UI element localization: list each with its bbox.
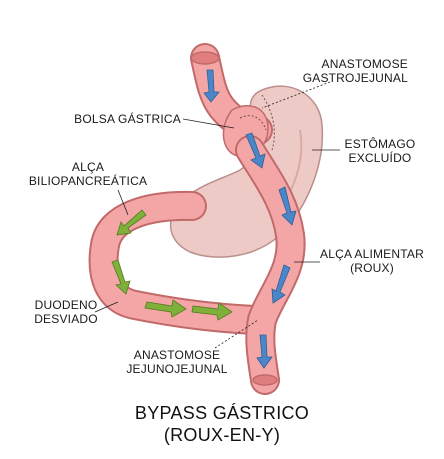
diagram-title: BYPASS GÁSTRICO (ROUX-EN-Y) [0, 402, 444, 446]
common-channel-end [252, 374, 278, 386]
label-alca-biliopancreatica: ALÇA BILIOPANCREÁTICA [28, 160, 148, 188]
bypass-diagram [88, 43, 340, 395]
food-arrow [256, 334, 273, 369]
food-arrow [271, 264, 291, 304]
title-line-2: (ROUX-EN-Y) [163, 425, 281, 445]
label-estomago-excluido: ESTÔMAGO EXCLUÍDO [344, 137, 416, 165]
bile-arrow [144, 299, 187, 318]
food-flow-arrows [203, 69, 297, 369]
leader-bolsa-gastrica [182, 118, 235, 129]
bile-arrow [111, 259, 131, 295]
leader-anastomose-gastrojejunal [261, 81, 331, 109]
bile-flow-arrows [111, 209, 233, 321]
food-arrow [203, 69, 220, 103]
staple-line-gastrojejunal [239, 115, 267, 131]
leader-anastomose-jejunojejunal [214, 319, 259, 349]
bile-arrow [191, 302, 233, 321]
title-line-1: BYPASS GÁSTRICO [134, 403, 310, 423]
food-arrow [278, 186, 297, 226]
bile-arrow [116, 209, 147, 236]
label-anastomose-gastrojejunal: ANASTOMOSE GASTROJEJUNAL [302, 57, 408, 85]
label-anastomose-jejunojejunal: ANASTOMOSE JEJUNOJEJUNAL [126, 348, 228, 376]
leader-duodeno-desviado [94, 301, 119, 313]
food-arrow [245, 132, 266, 169]
esophagus-opening [190, 51, 220, 65]
leader-lines [94, 81, 340, 349]
label-alca-alimentar: ALÇA ALIMENTAR (ROUX) [320, 247, 424, 275]
label-duodeno-desviado: DUODENO DESVIADO [34, 298, 98, 326]
leader-alca-biliopancreatica [117, 189, 129, 216]
staple-line-stomach [261, 94, 275, 151]
label-bolsa-gastrica: BOLSA GÁSTRICA [74, 112, 181, 126]
